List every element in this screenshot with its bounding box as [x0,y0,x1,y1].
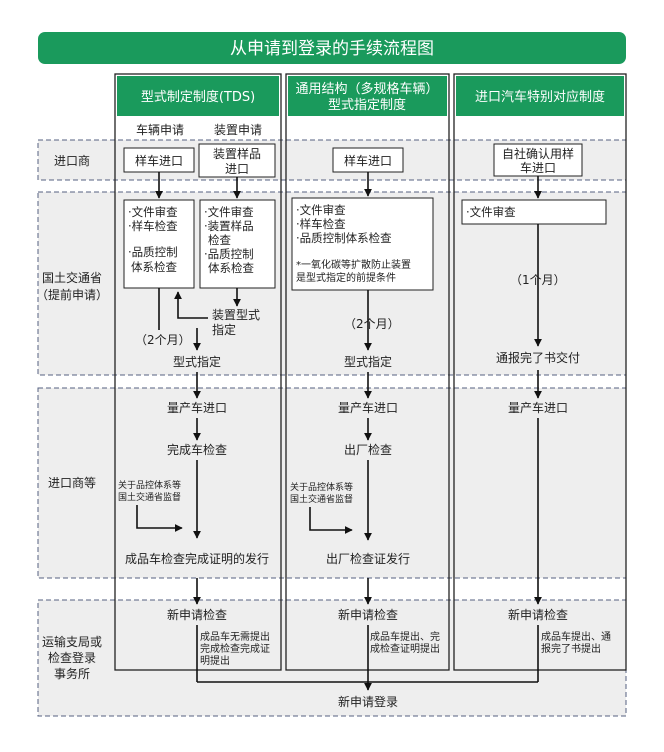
page-title: 从申请到登录的手续流程图 [230,39,434,59]
tds-v-review-4: 体系检查 [131,260,177,274]
multi-two-months: （2个月） [344,317,400,331]
tds-device-type-1: 装置型式 [212,308,260,322]
multi-certificate: 出厂检查证发行 [326,551,410,566]
title-bar [38,32,626,64]
column-tds [114,73,282,671]
import-mass-import: 量产车进口 [508,400,568,415]
header-multi [288,76,447,116]
import-note-1: 成品车提出、通 [541,630,611,643]
multi-new-inspection: 新申请检查 [338,607,398,622]
tds-device-sample-1: 装置样品 [213,146,261,161]
multi-qc-note-1: 关于品控体系等 [290,481,353,493]
row-label-transport-1: 运输支局或 [42,634,102,649]
multi-review-3: ·品质控制体系检查 [296,231,392,245]
tds-d-review-5: 体系检查 [208,261,254,275]
tds-qc-note-2: 国土交通省监督 [118,491,181,503]
tds-two-months: （2个月） [135,333,191,347]
column-import [453,73,627,671]
tds-note-2: 完成检查完成证 [200,642,270,655]
multi-mass-import: 量产车进口 [338,400,398,415]
tds-mass-import: 量产车进口 [167,400,227,415]
final-registration: 新申请登录 [338,694,398,709]
row-label-importer-etc: 进口商等 [48,475,96,490]
multi-note-line-1: 成品车提出、完 [370,630,440,643]
row-label-importer: 进口商 [54,153,90,168]
row-label-mlit-1: 国土交通省 [42,270,102,285]
import-own-check-1: 自社确认用样 [502,146,574,161]
import-note-2: 报完了书提出 [541,642,601,655]
sub-header-vehicle: 车辆申请 [136,122,184,137]
tds-vehicle-review-box [123,199,195,289]
multi-note-2: 是型式指定的前提条件 [296,271,396,284]
import-notice: 通报完了书交付 [496,350,580,365]
multi-factory-check: 出厂检查 [344,442,392,457]
row-label-transport-2: 检查登录 [48,650,96,665]
multi-sample-car-box [332,147,404,173]
tds-v-review-1: ·文件审查 [128,205,178,219]
row-band-transport [37,599,627,717]
header-tds-label: 型式制定制度(TDS) [141,89,255,105]
header-multi-label-2: 型式指定制度 [328,97,406,113]
supervision-arrow [136,505,183,532]
import-own-check-box [493,143,583,177]
tds-v-review-3: ·品质控制 [128,245,178,259]
tds-d-review-4: ·品质控制 [204,247,254,261]
tds-device-type-2: 指定 [212,322,236,337]
tds-certificate: 成品车检查完成证明的发行 [125,551,269,566]
row-label-mlit-2: （提前申请） [36,287,108,302]
row-label-transport-3: 事务所 [54,666,90,681]
multi-type-designation: 型式指定 [344,354,392,369]
multi-qc-note-2: 国土交通省监督 [290,493,353,505]
multi-review-box [291,197,434,291]
tds-d-review-1: ·文件审查 [204,205,254,219]
header-multi-label-1: 通用结构（多规格车辆） [295,81,438,97]
tds-vehicle-check: 完成车检查 [167,442,227,457]
multi-review-2: ·样车检查 [296,217,346,231]
tds-d-review-2: ·装置样品 [204,219,254,233]
tds-v-review-2: ·样车检查 [128,219,178,233]
import-review-box [461,199,607,225]
tds-d-review-3: 检查 [208,233,231,247]
tds-note-3: 明提出 [200,654,230,667]
tds-note-1: 成品车无需提出 [200,630,270,643]
header-import [456,76,624,116]
header-tds [117,76,279,116]
row-band-importer-etc [37,387,627,579]
import-own-check-2: 车进口 [520,160,556,175]
sub-header-device: 装置申请 [214,123,262,137]
multi-sample-car: 样车进口 [344,153,392,168]
import-new-inspection: 新申请检查 [508,607,568,622]
supervision-arrow [309,507,353,534]
tds-device-review-box [199,199,276,289]
header-import-label: 进口汽车特别对应制度 [475,89,605,105]
tds-sample-car: 样车进口 [135,153,183,168]
import-review: ·文件审查 [466,205,516,219]
feedback-arrow [174,291,208,319]
multi-note-1: *一氧化碳等扩散防止装置 [296,258,411,271]
multi-review-1: ·文件审查 [296,203,346,217]
tds-qc-note-1: 关于品控体系等 [118,479,181,491]
tds-type-designation: 型式指定 [173,354,221,369]
tds-device-sample-2: 进口 [225,162,249,176]
import-one-month: （1个月） [510,273,566,287]
multi-note-line-2: 成检查证明提出 [370,642,440,655]
tds-new-inspection: 新申请检查 [167,607,227,622]
